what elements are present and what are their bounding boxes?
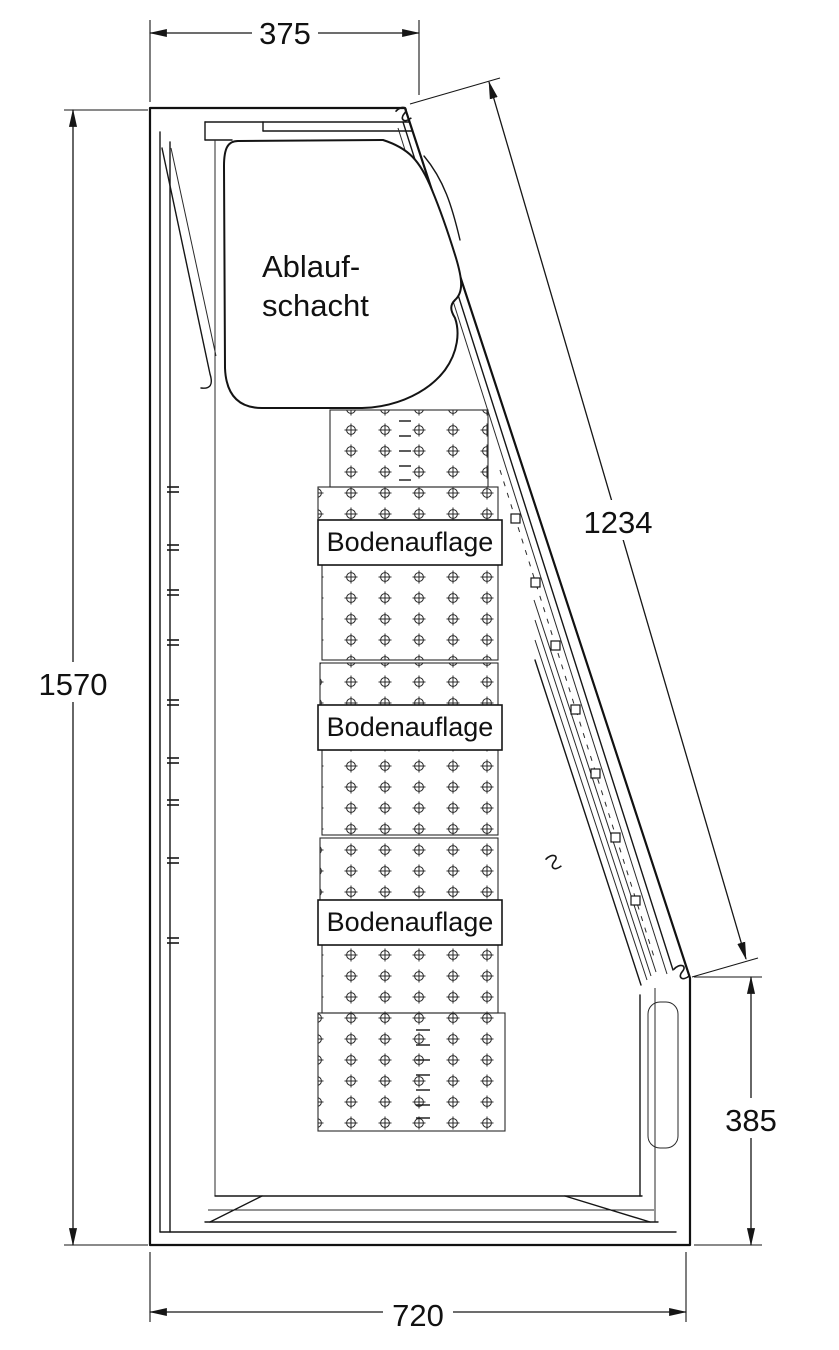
door-hinge-marks (510, 513, 641, 906)
left-wall-fastener-marks (167, 486, 179, 944)
shelf-support-label-2-text: Bodenauflage (327, 712, 494, 742)
dimension-top-width-value: 375 (259, 16, 311, 51)
dimension-right-height-value: 385 (725, 1103, 777, 1138)
cabinet-outline (148, 106, 692, 1247)
drain-shaft-label-line2: schacht (262, 288, 369, 323)
dimension-diagonal-value: 1234 (584, 505, 653, 540)
base-plinth (159, 1195, 677, 1233)
dimension-left-height: 1570 (34, 108, 148, 1247)
left-wall (159, 131, 217, 1233)
drain-shaft-label-line1: Ablauf- (262, 249, 360, 284)
shelf-support-label-2: Bodenauflage (317, 704, 503, 751)
drain-shaft: Ablauf- schacht (222, 138, 463, 409)
dimension-right-height: 385 (694, 975, 785, 1247)
dimension-bottom-width-value: 720 (392, 1298, 444, 1333)
dimension-bottom-width: 720 (148, 1252, 688, 1334)
dimension-diagonal: 1234 (409, 77, 759, 978)
shelf-support-label-3-text: Bodenauflage (327, 907, 494, 937)
right-lower-interior (639, 988, 679, 1222)
dimension-top-width: 375 (148, 15, 421, 102)
top-profile (204, 121, 461, 241)
shelf-stack: Bodenauflage Bodenauflage Bodenauflage (317, 409, 506, 1132)
panel-row-marks (399, 420, 430, 1119)
shelf-support-label-3: Bodenauflage (317, 899, 503, 946)
shelf-support-label-1-text: Bodenauflage (327, 527, 494, 557)
shelf-support-label-1: Bodenauflage (317, 519, 503, 566)
dimension-left-height-value: 1570 (39, 667, 108, 702)
